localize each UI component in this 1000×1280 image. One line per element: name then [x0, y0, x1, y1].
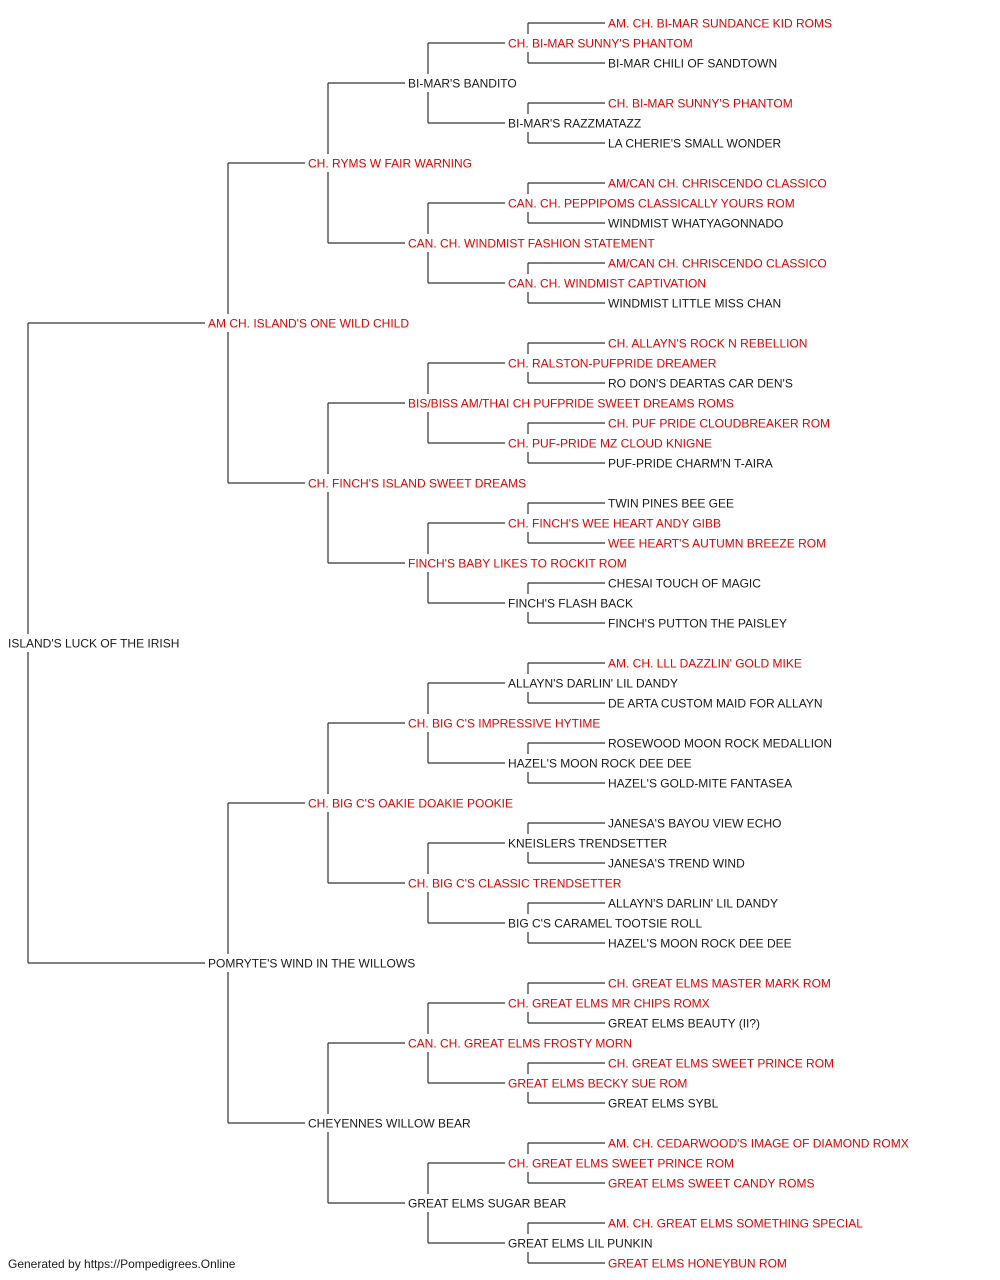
pedigree-node-dam-sire-dam-dam: BIG C'S CARAMEL TOOTSIE ROLL	[508, 917, 702, 931]
pedigree-node-dam-dam-sire-dam: GREAT ELMS BECKY SUE ROM	[508, 1077, 687, 1091]
pedigree-node-sire-sire-sire-sire-dam: BI-MAR CHILI OF SANDTOWN	[608, 57, 777, 71]
pedigree-node-dam-dam-sire-sire-dam: GREAT ELMS BEAUTY (II?)	[608, 1017, 760, 1031]
pedigree-node-dam: POMRYTE'S WIND IN THE WILLOWS	[208, 957, 415, 971]
pedigree-node-sire-sire-sire-dam-dam: LA CHERIE'S SMALL WONDER	[608, 137, 782, 151]
pedigree-node-dam-dam-dam-sire: CH. GREAT ELMS SWEET PRINCE ROM	[508, 1157, 734, 1171]
pedigree-node-dam-sire-dam: CH. BIG C'S CLASSIC TRENDSETTER	[408, 877, 622, 891]
pedigree-node-sire-sire-sire-sire: CH. BI-MAR SUNNY'S PHANTOM	[508, 37, 693, 51]
pedigree-node-sire-dam-sire-sire-dam: RO DON'S DEARTAS CAR DEN'S	[608, 377, 793, 391]
pedigree-node-sire-sire-sire-dam: BI-MAR'S RAZZMATAZZ	[508, 117, 641, 131]
pedigree-node-sire-sire-dam-dam: CAN. CH. WINDMIST CAPTIVATION	[508, 277, 706, 291]
pedigree-node-dam-dam-sire-sire: CH. GREAT ELMS MR CHIPS ROMX	[508, 997, 710, 1011]
pedigree-node-sire-sire-dam: CAN. CH. WINDMIST FASHION STATEMENT	[408, 237, 655, 251]
pedigree-node-sire-sire-sire: BI-MAR'S BANDITO	[408, 77, 517, 91]
pedigree-node-sire-sire-dam-dam-dam: WINDMIST LITTLE MISS CHAN	[608, 297, 781, 311]
pedigree-node-dam-sire: CH. BIG C'S OAKIE DOAKIE POOKIE	[308, 797, 513, 811]
pedigree-node-dam-dam-dam: GREAT ELMS SUGAR BEAR	[408, 1197, 567, 1211]
pedigree-node-dam-dam-dam-dam: GREAT ELMS LIL PUNKIN	[508, 1237, 653, 1251]
pedigree-node-sire-sire-dam-sire-sire: AM/CAN CH. CHRISCENDO CLASSICO	[608, 177, 827, 191]
footer-credit: Generated by https://Pompedigrees.Online	[8, 1257, 236, 1271]
pedigree-node-sire-dam-dam-dam: FINCH'S FLASH BACK	[508, 597, 633, 611]
pedigree-node-dam-sire-sire-sire-dam: DE ARTA CUSTOM MAID FOR ALLAYN	[608, 697, 823, 711]
pedigree-node-sire-dam-sire-dam: CH. PUF-PRIDE MZ CLOUD KNIGNE	[508, 437, 712, 451]
pedigree-node-dam-sire-sire-sire: ALLAYN'S DARLIN' LIL DANDY	[508, 677, 678, 691]
pedigree-node-dam-sire-dam-dam-dam: HAZEL'S MOON ROCK DEE DEE	[608, 937, 792, 951]
pedigree-node-dam-sire-dam-sire: KNEISLERS TRENDSETTER	[508, 837, 667, 851]
pedigree-node-sire-sire: CH. RYMS W FAIR WARNING	[308, 157, 472, 171]
pedigree-node-sire-sire-sire-dam-sire: CH. BI-MAR SUNNY'S PHANTOM	[608, 97, 793, 111]
pedigree-node-dam-dam-dam-sire-sire: AM. CH. CEDARWOOD'S IMAGE OF DIAMOND ROM…	[608, 1137, 909, 1151]
pedigree-node-dam-sire-sire-dam-dam: HAZEL'S GOLD-MITE FANTASEA	[608, 777, 792, 791]
pedigree-node-dam-sire-sire-sire-sire: AM. CH. LLL DAZZLIN' GOLD MIKE	[608, 657, 802, 671]
pedigree-node-sire-dam-sire-sire-sire: CH. ALLAYN'S ROCK N REBELLION	[608, 337, 807, 351]
pedigree-node-dam-sire-dam-dam-sire: ALLAYN'S DARLIN' LIL DANDY	[608, 897, 778, 911]
pedigree-node-dam-sire-dam-sire-dam: JANESA'S TREND WIND	[608, 857, 745, 871]
pedigree-node-sire-dam: CH. FINCH'S ISLAND SWEET DREAMS	[308, 477, 526, 491]
pedigree-node-dam-dam-sire-dam-sire: CH. GREAT ELMS SWEET PRINCE ROM	[608, 1057, 834, 1071]
pedigree-node-dam-dam: CHEYENNES WILLOW BEAR	[308, 1117, 471, 1131]
pedigree-node-dam-dam-sire-dam-dam: GREAT ELMS SYBL	[608, 1097, 719, 1111]
pedigree-node-sire-dam-dam: FINCH'S BABY LIKES TO ROCKIT ROM	[408, 557, 627, 571]
pedigree-node-sire-sire-sire-sire-sire: AM. CH. BI-MAR SUNDANCE KID ROMS	[608, 17, 832, 31]
pedigree-node-sire-dam-sire: BIS/BISS AM/THAI CH PUFPRIDE SWEET DREAM…	[408, 397, 734, 411]
pedigree-node-sire-dam-dam-sire-dam: WEE HEART'S AUTUMN BREEZE ROM	[608, 537, 826, 551]
pedigree-node-dam-dam-dam-sire-dam: GREAT ELMS SWEET CANDY ROMS	[608, 1177, 814, 1191]
pedigree-node-sire: AM CH. ISLAND'S ONE WILD CHILD	[208, 317, 409, 331]
pedigree-node-sire-sire-dam-sire: CAN. CH. PEPPIPOMS CLASSICALLY YOURS ROM	[508, 197, 795, 211]
pedigree-node-dam-sire-dam-sire-sire: JANESA'S BAYOU VIEW ECHO	[608, 817, 781, 831]
pedigree-node-sire-dam-sire-dam-sire: CH. PUF PRIDE CLOUDBREAKER ROM	[608, 417, 830, 431]
pedigree-node-sire-dam-dam-dam-dam: FINCH'S PUTTON THE PAISLEY	[608, 617, 787, 631]
pedigree-node-sire-dam-sire-sire: CH. RALSTON-PUFPRIDE DREAMER	[508, 357, 717, 371]
pedigree-node-: ISLAND'S LUCK OF THE IRISH	[8, 637, 179, 651]
pedigree-node-sire-dam-sire-dam-dam: PUF-PRIDE CHARM'N T-AIRA	[608, 457, 773, 471]
pedigree-node-sire-sire-dam-sire-dam: WINDMIST WHATYAGONNADO	[608, 217, 783, 231]
pedigree-node-dam-sire-sire: CH. BIG C'S IMPRESSIVE HYTIME	[408, 717, 600, 731]
pedigree-node-sire-dam-dam-sire: CH. FINCH'S WEE HEART ANDY GIBB	[508, 517, 721, 531]
pedigree-node-dam-sire-sire-dam-sire: ROSEWOOD MOON ROCK MEDALLION	[608, 737, 832, 751]
pedigree-node-sire-dam-dam-sire-sire: TWIN PINES BEE GEE	[608, 497, 734, 511]
pedigree-node-dam-sire-sire-dam: HAZEL'S MOON ROCK DEE DEE	[508, 757, 692, 771]
pedigree-node-sire-dam-dam-dam-sire: CHESAI TOUCH OF MAGIC	[608, 577, 761, 591]
pedigree-node-dam-dam-dam-dam-dam: GREAT ELMS HONEYBUN ROM	[608, 1257, 787, 1271]
pedigree-node-dam-dam-sire: CAN. CH. GREAT ELMS FROSTY MORN	[408, 1037, 632, 1051]
pedigree-node-dam-dam-dam-dam-sire: AM. CH. GREAT ELMS SOMETHING SPECIAL	[608, 1217, 863, 1231]
pedigree-node-dam-dam-sire-sire-sire: CH. GREAT ELMS MASTER MARK ROM	[608, 977, 831, 991]
pedigree-node-sire-sire-dam-dam-sire: AM/CAN CH. CHRISCENDO CLASSICO	[608, 257, 827, 271]
